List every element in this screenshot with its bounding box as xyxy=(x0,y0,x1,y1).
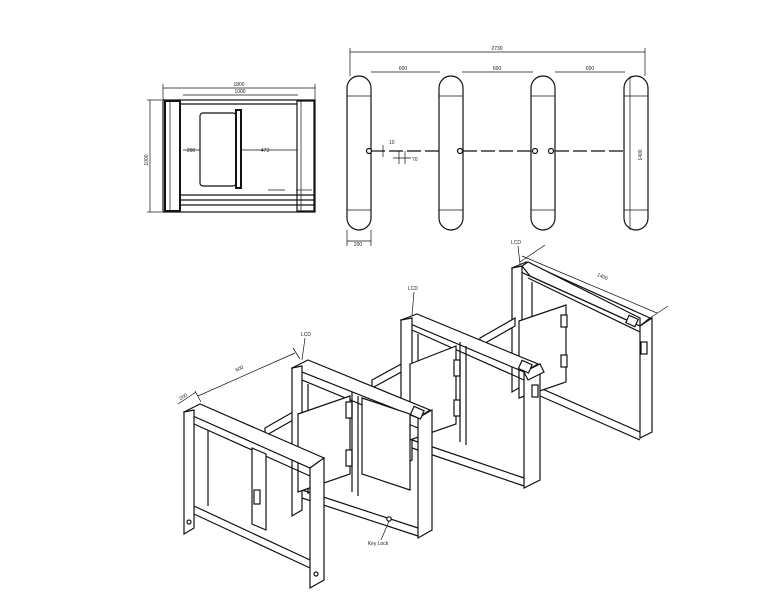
front-view: 1800 1000 1000 200 473 xyxy=(144,82,316,213)
dim-top-small-2: 70 xyxy=(412,157,418,163)
turnstile-unit-1 xyxy=(182,403,326,590)
dim-top-length: 1400 xyxy=(638,149,644,160)
top-post-4 xyxy=(623,75,649,231)
dim-iso-depth: 1400 xyxy=(596,272,609,282)
lcd-label-1: LCD xyxy=(511,240,521,246)
lcd-label-2: LCD xyxy=(408,286,418,292)
turnstile-unit-2 xyxy=(290,359,433,540)
turnstile-unit-4 xyxy=(510,261,653,441)
lcd-label-3: LCD xyxy=(301,332,311,338)
dim-iso-left-width: 200 xyxy=(178,392,188,402)
dim-front-height: 1000 xyxy=(144,154,150,165)
dim-top-lane-1: 600 xyxy=(399,66,408,72)
dim-front-outer: 1800 xyxy=(233,82,244,88)
top-view: 2730 600 600 600 xyxy=(346,46,649,248)
top-post-1 xyxy=(346,75,372,231)
dim-iso-left-length: 600 xyxy=(235,365,245,374)
dim-top-small-1: 10 xyxy=(389,140,395,146)
dim-front-inner: 1000 xyxy=(234,89,245,95)
dim-top-lane-2: 600 xyxy=(493,66,502,72)
dim-top-post-width: 200 xyxy=(354,242,363,248)
dim-top-total: 2730 xyxy=(491,46,502,52)
key-lock-label: Key Lock xyxy=(368,541,389,547)
dim-front-panel: 200 xyxy=(187,148,196,154)
dim-front-gap: 473 xyxy=(261,148,270,154)
top-post-3 xyxy=(530,75,556,231)
dim-top-lane-3: 600 xyxy=(586,66,595,72)
top-post-2 xyxy=(438,75,464,231)
isometric-view: 1400 600 200 LCD LCD LCD xyxy=(177,240,669,590)
